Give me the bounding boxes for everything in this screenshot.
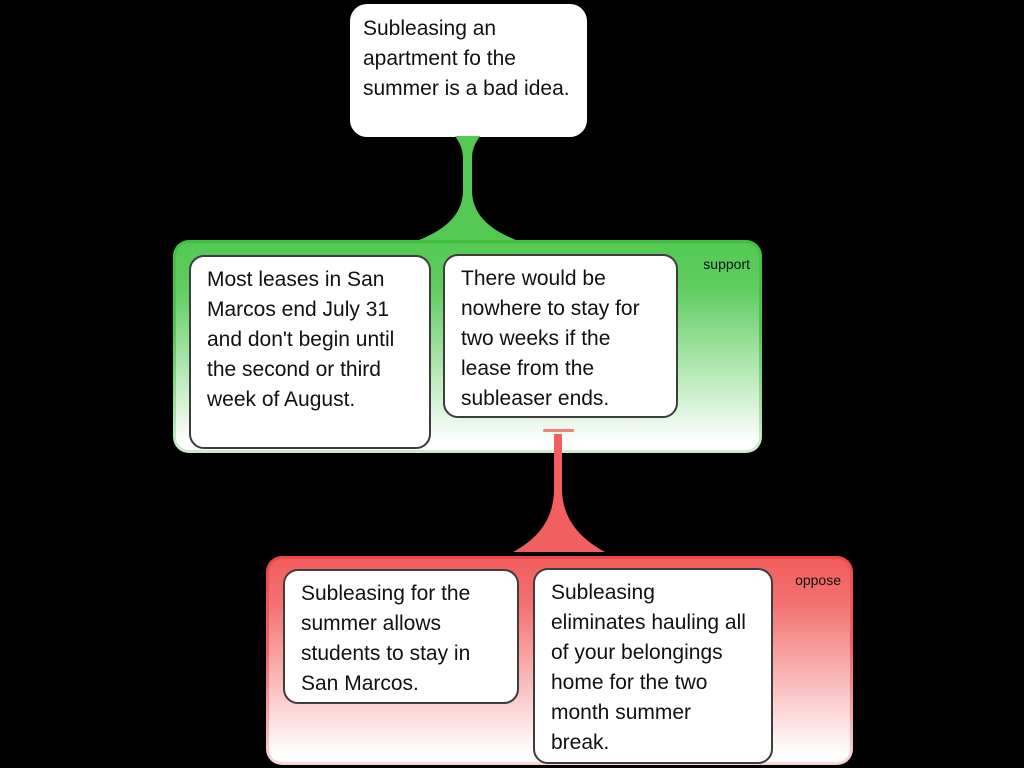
support-group[interactable]: support Most leases in San Marcos end Ju… [173, 240, 762, 453]
oppose-group-label: oppose [795, 572, 841, 588]
reason-card[interactable]: Most leases in San Marcos end July 31 an… [189, 255, 431, 449]
reason-card[interactable]: Subleasing for the summer allows student… [283, 569, 519, 704]
reason-card[interactable]: There would be nowhere to stay for two w… [443, 254, 678, 418]
claim-box[interactable]: Subleasing an apartment fo the summer is… [350, 4, 587, 137]
reason-card[interactable]: Subleasing eliminates hauling all of you… [533, 568, 773, 764]
oppose-group[interactable]: oppose Subleasing for the summer allows … [266, 556, 853, 765]
support-group-label: support [703, 256, 750, 272]
reason-text: There would be nowhere to stay for two w… [461, 267, 640, 410]
reason-text: Subleasing for the summer allows student… [301, 582, 471, 695]
reason-text: Most leases in San Marcos end July 31 an… [207, 268, 395, 411]
oppose-connector-funnel [513, 434, 605, 552]
claim-text: Subleasing an apartment fo the summer is… [363, 17, 570, 100]
support-connector-funnel [419, 136, 516, 240]
reason-text: Subleasing eliminates hauling all of you… [551, 581, 746, 754]
oppose-connector-minus-dash [543, 429, 574, 432]
